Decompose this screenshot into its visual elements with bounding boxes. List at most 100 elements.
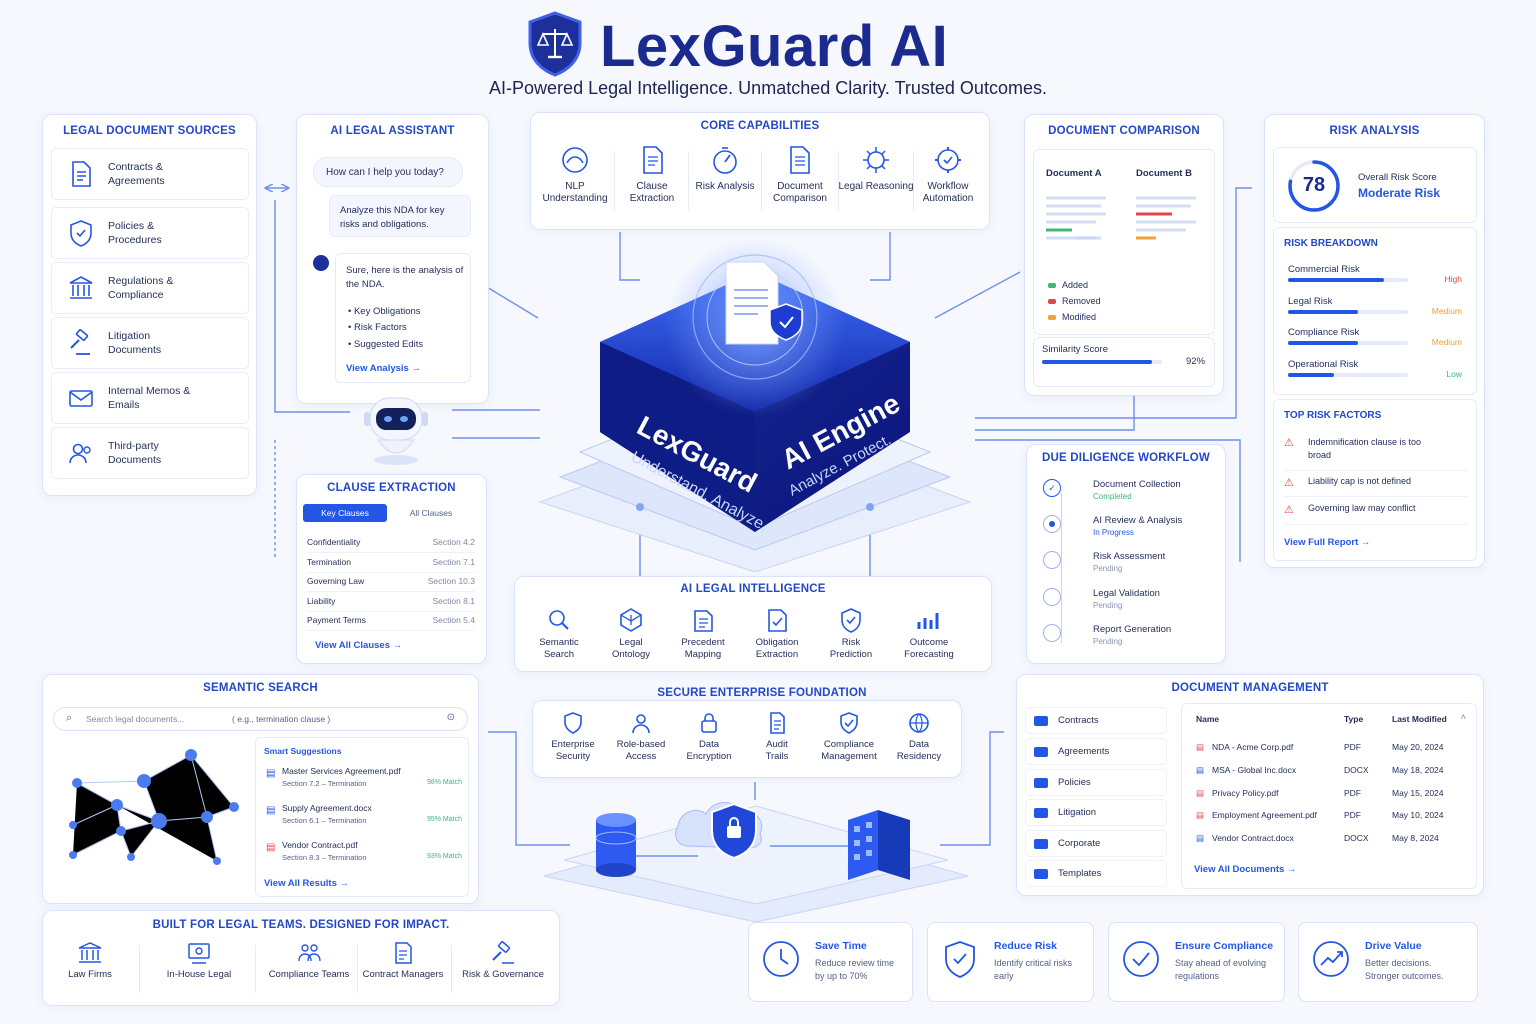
folder-templates[interactable]: Templates xyxy=(1025,860,1167,887)
mail-icon xyxy=(69,390,93,407)
folder-icon xyxy=(1034,868,1048,879)
legend-added: Added xyxy=(1048,280,1088,290)
risk-bar xyxy=(1288,278,1408,282)
team-compliance: Compliance Teams xyxy=(265,941,353,981)
folder-policies[interactable]: Policies xyxy=(1025,769,1167,796)
clause-icon xyxy=(643,146,663,174)
pdf-icon: ▤ xyxy=(1196,788,1205,798)
foundation-compliance: Compliance Management xyxy=(813,711,885,763)
risk-breakdown-card: RISK BREAKDOWN Commercial Risk High Lega… xyxy=(1273,227,1477,395)
workflow-icon xyxy=(935,147,961,173)
teams-title: BUILT FOR LEGAL TEAMS. DESIGNED FOR IMPA… xyxy=(152,919,450,931)
folder-corporate[interactable]: Corporate xyxy=(1025,830,1167,857)
search-input[interactable]: ⌕ Search legal documents... ( e.g., term… xyxy=(53,707,468,731)
search-result[interactable]: ▤ Master Services Agreement.pdf Section … xyxy=(266,766,462,788)
document-management-panel: DOCUMENT MANAGEMENT Contracts Agreements… xyxy=(1016,674,1484,896)
view-all-clauses-link[interactable]: View All Clauses → xyxy=(315,640,403,651)
courthouse-icon xyxy=(78,942,102,963)
benefit-ensure-compliance: Ensure Compliance Stay ahead of evolving… xyxy=(1108,922,1285,1002)
similarity-bar xyxy=(1042,360,1162,364)
risk-level-high: High xyxy=(1444,274,1462,284)
source-item-regulations[interactable]: Regulations & Compliance xyxy=(51,262,249,314)
pdf-icon: ▤ xyxy=(1196,742,1205,752)
risk-score-value: 78 xyxy=(1302,174,1326,196)
warning-icon: ⚠ xyxy=(1284,477,1294,489)
building-icon xyxy=(848,810,910,880)
view-all-documents-link[interactable]: View All Documents → xyxy=(1194,864,1297,875)
view-all-results-link[interactable]: View All Results → xyxy=(264,878,350,889)
folder-litigation[interactable]: Litigation xyxy=(1025,799,1167,826)
source-item-contracts[interactable]: Contracts & Agreements xyxy=(51,148,249,200)
search-result[interactable]: ▤ Supply Agreement.docx Section 6.1 – Te… xyxy=(266,803,462,825)
gavel-icon xyxy=(70,329,90,355)
capability-comparison: Document Comparison xyxy=(762,143,838,205)
clear-icon: ⊙ xyxy=(446,712,455,723)
app-title: LexGuard AI xyxy=(600,14,949,79)
reply-bullet: • Suggested Edits xyxy=(348,339,424,350)
folder-icon xyxy=(1034,715,1048,726)
benefit-drive-value: Drive Value Better decisions.Stronger ou… xyxy=(1298,922,1478,1002)
reply-bullet: • Key Obligations xyxy=(348,306,421,317)
document-a-label: Document A xyxy=(1046,168,1102,179)
nlp-icon xyxy=(562,147,588,173)
robot-assistant-icon xyxy=(364,397,428,465)
legal-document-sources-panel: LEGAL DOCUMENT SOURCES Contracts & Agree… xyxy=(42,114,257,496)
view-analysis-link[interactable]: View Analysis → xyxy=(346,363,421,374)
reply-bullet: • Risk Factors xyxy=(348,322,407,333)
docs-title: DOCUMENT MANAGEMENT xyxy=(1171,682,1329,694)
factors-title: TOP RISK FACTORS xyxy=(1284,410,1382,421)
risk-title: RISK ANALYSIS xyxy=(1329,125,1420,137)
contract-manager-icon xyxy=(395,942,412,964)
tab-key-clauses[interactable]: Key Clauses xyxy=(303,504,387,522)
obligation-icon xyxy=(768,609,787,632)
document-icon: ▤ xyxy=(266,805,276,816)
shield-icon xyxy=(564,712,582,734)
clause-extraction-panel: CLAUSE EXTRACTION Key Clauses All Clause… xyxy=(296,474,487,664)
source-item-litigation[interactable]: Litigation Documents xyxy=(51,317,249,369)
docx-icon: ▤ xyxy=(1196,833,1205,843)
risk-level-medium: Medium xyxy=(1431,306,1462,316)
capabilities-title: CORE CAPABILITIES xyxy=(700,120,820,132)
warning-icon: ⚠ xyxy=(1284,437,1294,449)
compliance-icon xyxy=(840,712,858,734)
source-item-policies[interactable]: Policies & Procedures xyxy=(51,207,249,259)
risk-bar xyxy=(1288,341,1408,345)
core-capabilities-panel: CORE CAPABILITIES NLP Understanding Clau… xyxy=(530,112,990,230)
source-item-memos[interactable]: Internal Memos & Emails xyxy=(51,372,249,424)
intelligence-ontology: Legal Ontology xyxy=(595,607,667,661)
source-item-third-party[interactable]: Third-party Documents xyxy=(51,427,249,479)
step-check-icon: ✓ xyxy=(1043,479,1061,497)
foundation-audit: Audit Trails xyxy=(741,711,813,763)
legal-teams-panel: BUILT FOR LEGAL TEAMS. DESIGNED FOR IMPA… xyxy=(42,910,560,1006)
capability-clause: Clause Extraction xyxy=(614,143,690,205)
view-full-report-link[interactable]: View Full Report → xyxy=(1284,537,1371,548)
risk-label: Compliance Risk xyxy=(1288,327,1360,338)
folder-icon xyxy=(1034,777,1048,788)
tab-all-clauses[interactable]: All Clauses xyxy=(409,508,453,518)
ai-legal-assistant-panel: AI LEGAL ASSISTANT How can I help you to… xyxy=(296,114,489,404)
legend-modified: Modified xyxy=(1048,312,1096,322)
comparison-documents: Document A Document B Added Removed Modi… xyxy=(1033,149,1215,335)
folder-agreements[interactable]: Agreements xyxy=(1025,738,1167,765)
reasoning-icon xyxy=(863,147,889,173)
team-icon xyxy=(188,943,210,964)
similarity-score-card: Similarity Score 92% xyxy=(1033,337,1215,387)
step-pending-icon xyxy=(1043,588,1061,606)
folder-contracts[interactable]: Contracts xyxy=(1025,707,1167,734)
team-law-firms: Law Firms xyxy=(55,941,125,981)
assistant-reply-bubble: Sure, here is the analysis of the NDA. •… xyxy=(335,253,471,383)
search-result[interactable]: ▤ Vendor Contract.pdf Section 8.3 – Term… xyxy=(266,840,462,862)
